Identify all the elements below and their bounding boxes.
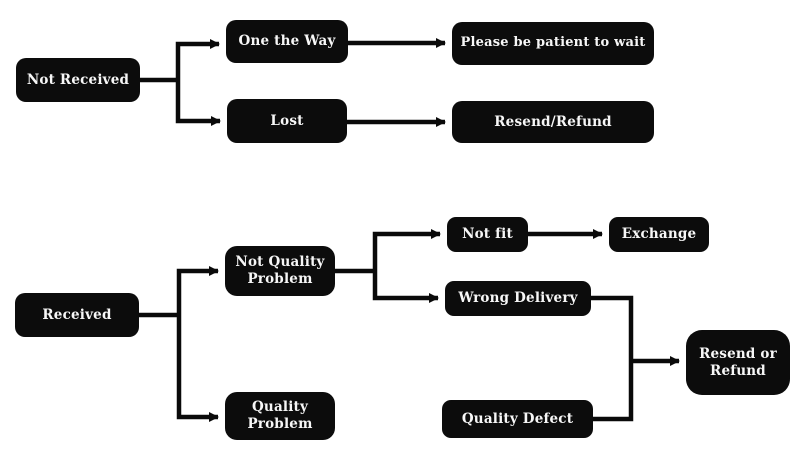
node-not-fit: Not fit bbox=[447, 217, 528, 252]
edge-notquality-wrongdelivery bbox=[372, 271, 439, 303]
node-one-the-way: One the Way bbox=[226, 20, 348, 63]
node-quality-defect: Quality Defect bbox=[442, 400, 593, 438]
node-received: Received bbox=[15, 293, 139, 337]
node-resend-or-refund: Resend or Refund bbox=[686, 330, 790, 395]
edge-merge-line bbox=[591, 295, 634, 422]
node-not-received: Not Received bbox=[16, 58, 140, 102]
node-please-be-patient: Please be patient to wait bbox=[452, 22, 654, 65]
edge-notquality-notfit bbox=[372, 229, 441, 271]
node-wrong-delivery: Wrong Delivery bbox=[445, 281, 591, 316]
node-lost: Lost bbox=[227, 99, 347, 143]
edge-received-qualityproblem bbox=[176, 315, 219, 422]
edge-notreceived-lost bbox=[175, 80, 221, 126]
edge-notreceived-onetheway bbox=[175, 39, 220, 80]
edge-received-notquality bbox=[176, 266, 219, 315]
node-quality-problem: Quality Problem bbox=[225, 392, 335, 440]
node-exchange: Exchange bbox=[609, 217, 709, 252]
node-resend-refund: Resend/Refund bbox=[452, 101, 654, 143]
node-not-quality-problem: Not Quality Problem bbox=[225, 246, 335, 296]
